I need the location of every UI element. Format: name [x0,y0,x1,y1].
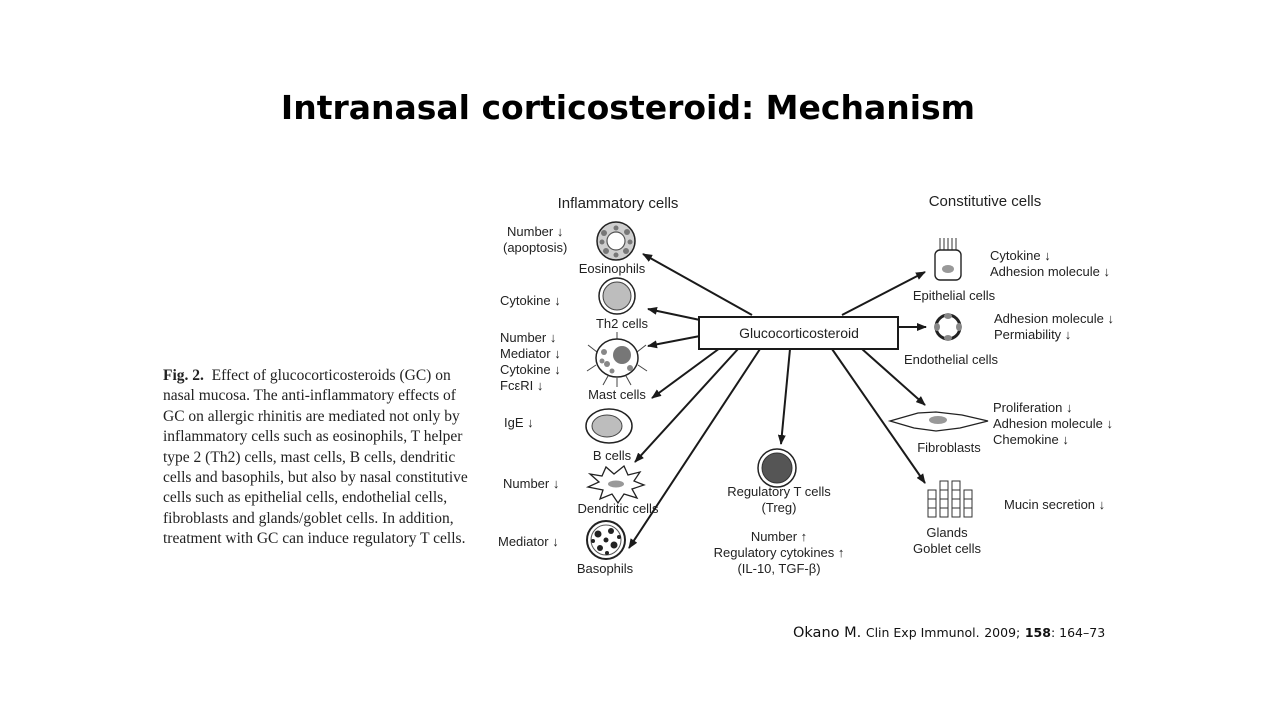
basophil-icon [586,520,626,560]
effect-mast-2: Mediator ↓ [500,346,561,361]
label-endothelial-cells: Endothelial cells [904,352,998,367]
arrow-glands [831,348,926,484]
effect-epithelial-2: Adhesion molecule ↓ [990,264,1110,279]
arrow-treg [777,348,791,445]
effect-mast-4: FcεRI ↓ [500,378,543,393]
b-cell-icon [585,408,633,444]
arrow-eosinophils [642,253,753,316]
effect-fibroblasts-2: Adhesion molecule ↓ [993,416,1113,431]
effect-eosinophils-1: Number ↓ [507,224,563,239]
eosinophil-icon [596,221,636,261]
dendritic-cell-icon [585,464,646,505]
arrow-b-cells [651,347,721,399]
effect-fibroblasts-1: Proliferation ↓ [993,400,1072,415]
effect-treg-2: Regulatory cytokines ↑ [714,545,845,560]
label-basophils: Basophils [577,561,634,576]
label-dendritic-cells: Dendritic cells [578,501,659,516]
citation-author: Okano M. [793,625,862,641]
effect-treg-1: Number ↑ [751,529,807,544]
citation-year: 2009; [984,625,1021,640]
treg-cell-icon [757,448,797,488]
effect-eosinophils-2: (apoptosis) [503,240,567,255]
glucocorticosteroid-label: Glucocorticosteroid [739,325,859,341]
effect-dendritic-1: Number ↓ [503,476,559,491]
label-eosinophils: Eosinophils [579,261,646,276]
citation-journal: Clin Exp Immunol. [865,625,980,640]
arrow-epithelial [841,271,926,316]
citation: Okano M. Clin Exp Immunol. 2009; 158: 16… [793,625,1105,641]
effect-mast-3: Cytokine ↓ [500,362,561,377]
mast-cell-icon [586,332,648,387]
label-epithelial-cells: Epithelial cells [913,288,996,303]
citation-volume: 158 [1024,625,1051,640]
effect-fibroblasts-3: Chemokine ↓ [993,432,1069,447]
arrow-basophils [628,348,761,549]
th2-cell-icon [598,277,636,315]
effect-basophils-1: Mediator ↓ [498,534,559,549]
figure-caption: Fig. 2. Effect of glucocorticosteroids (… [163,366,481,550]
label-glands-line: Glands [926,525,968,540]
header-constitutive: Constitutive cells [929,193,1042,210]
arrow-mast [647,335,701,349]
effect-endothelial-2: Permiability ↓ [994,327,1071,342]
label-b-cells: B cells [593,448,632,463]
glucocorticosteroid-box [698,316,899,350]
endothelial-cell-icon [934,313,962,341]
header-inflammatory: Inflammatory cells [558,195,679,212]
label-mast-cells: Mast cells [588,387,646,402]
effect-glands-1: Mucin secretion ↓ [1004,497,1105,512]
effect-b-cells-1: IgE ↓ [504,415,534,430]
fibroblast-icon [887,411,989,432]
effect-mast-1: Number ↓ [500,330,556,345]
label-glands-line: Goblet cells [913,541,981,556]
caption-text: Effect of glucocorticosteroids (GC) on n… [163,367,468,548]
arrow-fibroblasts [861,348,926,406]
effect-endothelial-1: Adhesion molecule ↓ [994,311,1114,326]
figure-label: Fig. 2. [163,367,204,384]
citation-pages: : 164–73 [1050,625,1106,640]
label-th2-cells: Th2 cells [596,316,649,331]
effect-treg-3: (IL-10, TGF-β) [737,561,820,576]
arrow-th2 [647,306,701,321]
slide-title: Intranasal corticosteroid: Mechanism [280,88,976,127]
epithelial-cell-icon [934,238,962,281]
label-treg-2: (Treg) [762,500,797,515]
arrows [628,253,927,549]
label-fibroblasts: Fibroblasts [917,440,981,455]
glands-goblet-icon [927,480,973,518]
label-treg-1: Regulatory T cells [727,484,831,499]
effect-epithelial-1: Cytokine ↓ [990,248,1051,263]
effect-th2-1: Cytokine ↓ [500,293,561,308]
arrow-dendritic [634,348,739,463]
